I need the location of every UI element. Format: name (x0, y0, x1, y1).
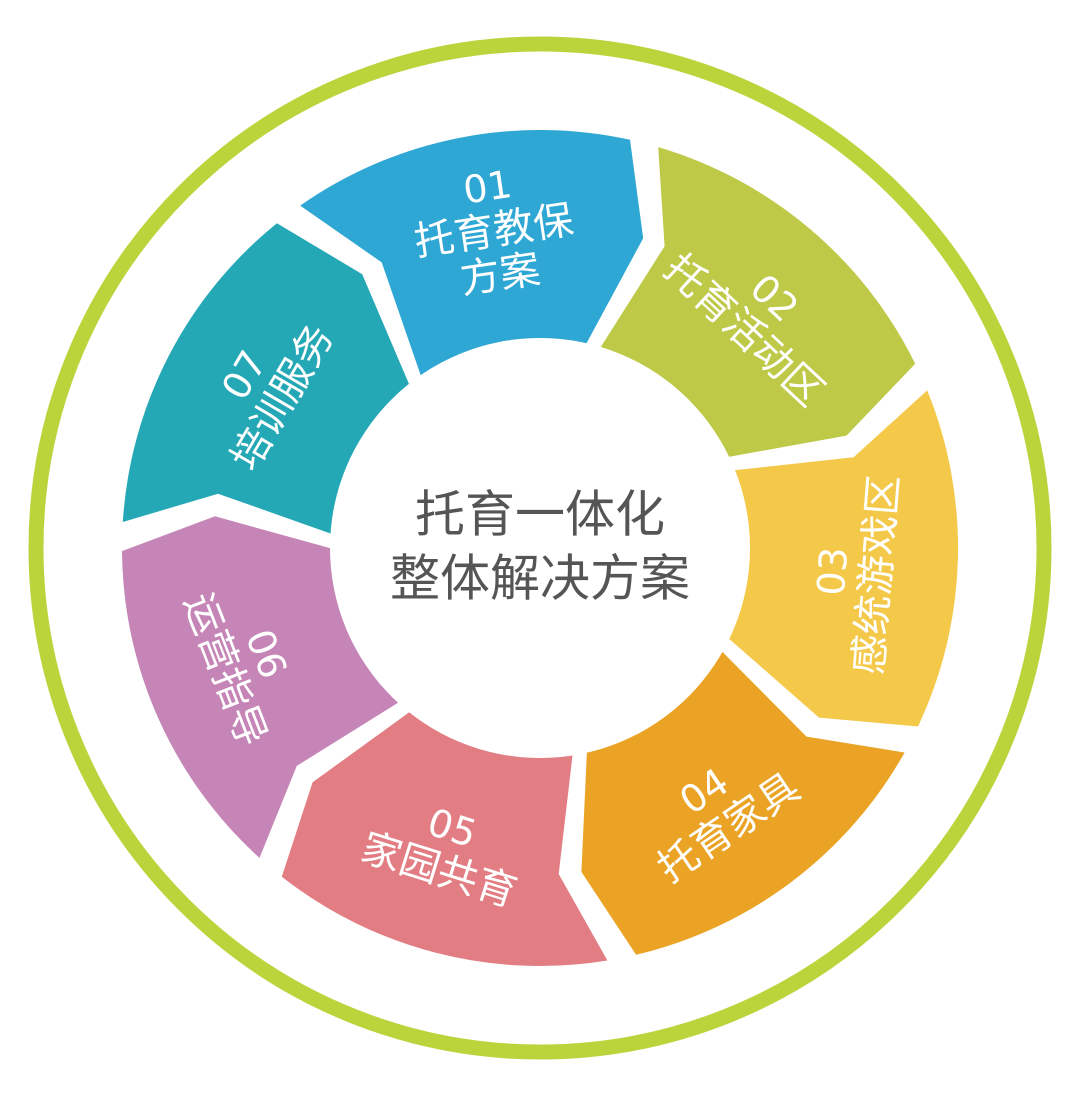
segment-title-01-2: 方案 (457, 246, 543, 303)
segment-01 (300, 129, 644, 381)
outer-ring (28, 36, 1052, 1060)
segment-05 (281, 709, 608, 966)
segment-number-03: 03 (809, 545, 857, 597)
center-title-line1: 托育一体化 (415, 486, 665, 544)
center-title-line2: 整体解决方案 (390, 550, 690, 608)
segment-04 (581, 648, 905, 955)
segment-group (122, 129, 959, 966)
segment-03 (725, 390, 959, 727)
segment-07 (122, 223, 412, 536)
segment-02 (598, 147, 916, 458)
segment-06 (122, 516, 403, 858)
center-circle (330, 338, 750, 758)
segment-number-01: 01 (460, 162, 514, 213)
